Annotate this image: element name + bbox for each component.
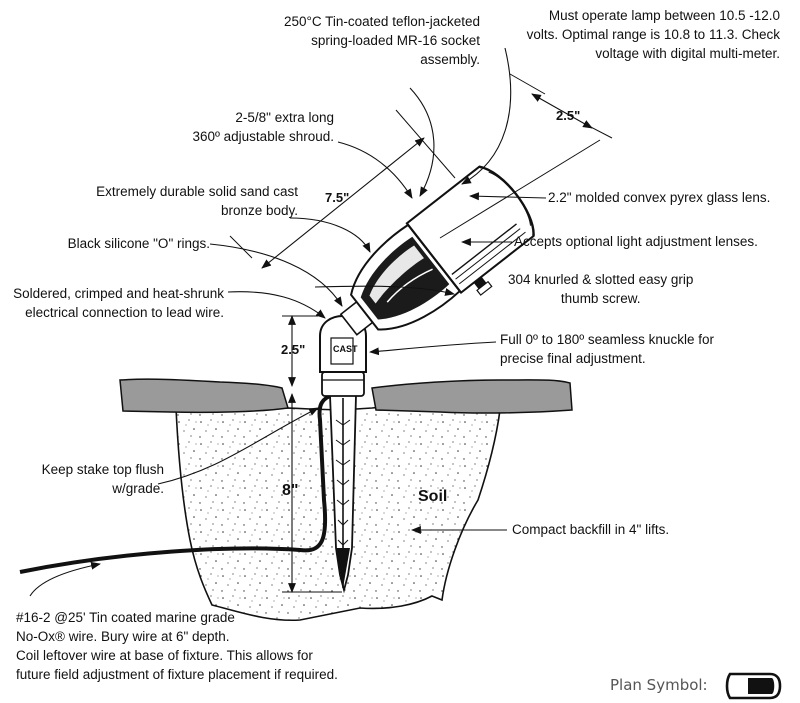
knuckle-height-dimension: 2.5" xyxy=(281,342,306,357)
orings-callout: Black silicone "O" rings. xyxy=(67,236,210,251)
stake-callout: Keep stake top flush w/grade. xyxy=(41,462,164,496)
grade-right xyxy=(371,379,573,414)
shroud-callout: 2-5/8" extra long 360º adjustable shroud… xyxy=(192,110,334,144)
stake-collar xyxy=(321,371,365,397)
plan-symbol-label: Plan Symbol: xyxy=(610,676,708,694)
voltage-callout: Must operate lamp between 10.5 -12.0 vol… xyxy=(526,8,780,61)
stake-depth-dimension: 8" xyxy=(282,482,299,499)
solder-callout: Soldered, crimped and heat-shrunk electr… xyxy=(13,286,224,320)
adjust-lens-callout: Accepts optional light adjustment lenses… xyxy=(514,234,758,249)
lens-callout: 2.2" molded convex pyrex glass lens. xyxy=(548,190,771,205)
thumbscrew-callout: 304 knurled & slotted easy grip thumb sc… xyxy=(508,272,694,306)
lead-wire xyxy=(19,393,334,574)
grade-left xyxy=(119,378,289,414)
plan-symbol-icon xyxy=(725,672,782,700)
length-dimension: 7.5" xyxy=(325,190,350,205)
knuckle-callout: Full 0º to 180º seamless knuckle for pre… xyxy=(500,332,714,366)
socket-callout: 250°C Tin-coated teflon-jacketed spring-… xyxy=(283,14,480,67)
diameter-dimension: 2.5" xyxy=(556,108,581,123)
cast-label: CAST xyxy=(333,344,358,354)
wire-callout: #16-2 @25' Tin coated marine grade No-Ox… xyxy=(16,610,338,682)
soil-label: Soil xyxy=(418,488,448,505)
body-callout: Extremely durable solid sand cast bronze… xyxy=(96,184,298,218)
backfill-callout: Compact backfill in 4" lifts. xyxy=(512,522,670,537)
